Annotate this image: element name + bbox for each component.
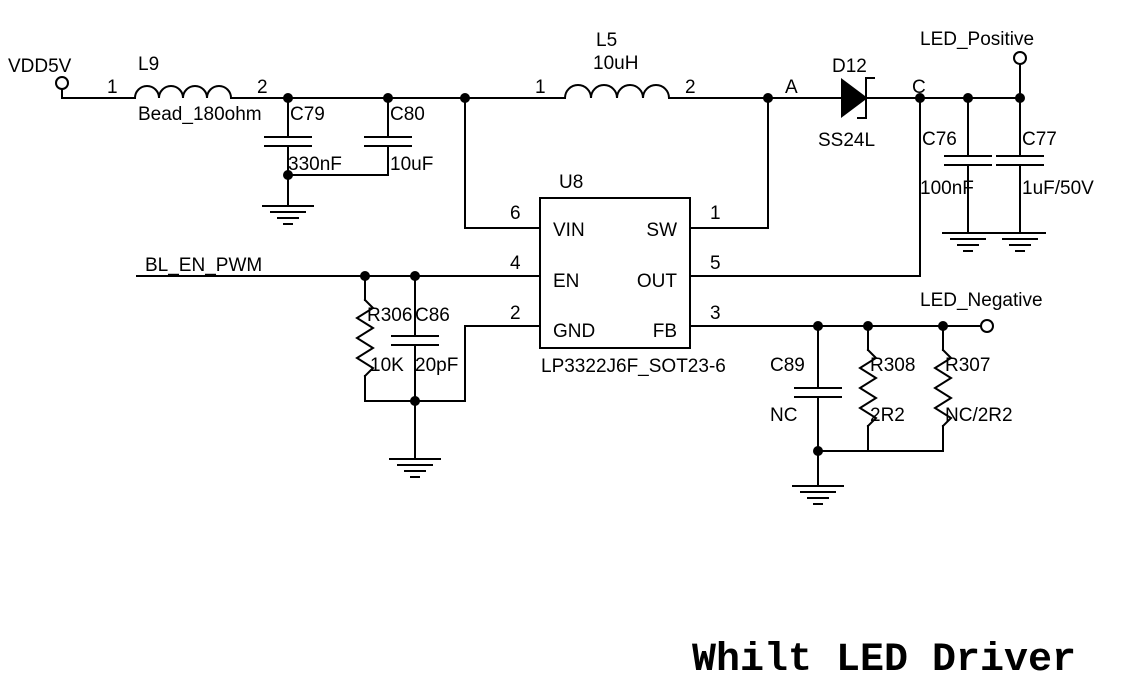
pin-en-name: EN: [553, 271, 579, 292]
bead-l9-coil: [133, 85, 233, 100]
pin-out-name: OUT: [637, 271, 678, 292]
c80-ref: C80: [390, 104, 425, 125]
pin-vin-number: 6: [510, 203, 521, 224]
led-positive-port: [1013, 51, 1027, 99]
c79-ref: C79: [290, 104, 325, 125]
bl-en-pwm-label: BL_EN_PWM: [145, 255, 262, 276]
pin-fb-name: FB: [653, 321, 677, 342]
l5-pin2: 2: [685, 77, 696, 98]
wire: [689, 97, 769, 229]
c77-ref: C77: [1022, 129, 1057, 150]
led-positive-label: LED_Positive: [920, 29, 1034, 50]
resistor-r306: [355, 275, 466, 402]
capacitor-c80: [287, 97, 412, 176]
l5-value: 10uH: [593, 53, 638, 74]
l5-pin1: 1: [535, 77, 546, 98]
ground-symbol: [792, 477, 844, 505]
l9-pin1: 1: [107, 77, 118, 98]
l9-ref: L9: [138, 54, 159, 75]
node-a-label: A: [785, 77, 798, 98]
schematic-title: Whilt LED Driver: [692, 638, 1076, 683]
d12-ref: D12: [832, 56, 867, 77]
node-c-label: C: [912, 77, 926, 98]
ground-symbol: [389, 450, 441, 478]
u8-ref: U8: [559, 172, 583, 193]
wire: [689, 97, 921, 277]
capacitor-c76: [944, 97, 992, 226]
c76-value: 100nF: [920, 178, 974, 199]
junction: [410, 396, 420, 406]
vdd5v-label: VDD5V: [8, 56, 72, 77]
c89-ref: C89: [770, 355, 805, 376]
r307-ref: R307: [945, 355, 990, 376]
ground-symbol: [942, 224, 994, 252]
capacitor-c89: [794, 325, 842, 479]
pin-en-number: 4: [510, 253, 521, 274]
c89-value: NC: [770, 405, 797, 426]
l9-pin2: 2: [257, 77, 268, 98]
junction: [813, 446, 823, 456]
capacitor-c77: [996, 97, 1044, 226]
vdd5v-port: [55, 76, 69, 99]
c79-value: 330nF: [288, 154, 342, 175]
l9-value: Bead_180ohm: [138, 104, 262, 125]
r308-ref: R308: [870, 355, 915, 376]
r306-ref: R306: [367, 305, 412, 326]
wire: [464, 325, 541, 402]
ground-symbol: [994, 224, 1046, 252]
led-negative-port: [980, 319, 994, 333]
ic-u8-body: [539, 197, 691, 349]
ground-symbol: [262, 197, 314, 225]
c86-ref: C86: [415, 305, 450, 326]
pin-out-number: 5: [710, 253, 721, 274]
c80-value: 10uF: [390, 154, 433, 175]
pin-gnd-number: 2: [510, 303, 521, 324]
junction: [283, 170, 293, 180]
pin-vin-name: VIN: [553, 220, 585, 241]
pin-sw-name: SW: [646, 220, 677, 241]
c76-ref: C76: [922, 129, 957, 150]
resistor-r307: [933, 325, 953, 452]
u8-part: LP3322J6F_SOT23-6: [541, 356, 726, 377]
pin-fb-number: 3: [710, 303, 721, 324]
r307-value: NC/2R2: [945, 405, 1013, 426]
pin-sw-number: 1: [710, 203, 721, 224]
pin-gnd-name: GND: [553, 321, 595, 342]
c77-value: 1uF/50V: [1022, 178, 1094, 199]
resistor-r308: [858, 325, 878, 452]
r308-value: 2R2: [870, 405, 905, 426]
l5-ref: L5: [596, 30, 617, 51]
diode-d12: [841, 77, 875, 119]
led-negative-label: LED_Negative: [920, 290, 1043, 311]
r306-value: 10K: [370, 355, 404, 376]
c86-value: 20pF: [415, 355, 458, 376]
inductor-l5-coil: [563, 84, 671, 100]
d12-value: SS24L: [818, 130, 875, 151]
wire: [464, 97, 541, 229]
